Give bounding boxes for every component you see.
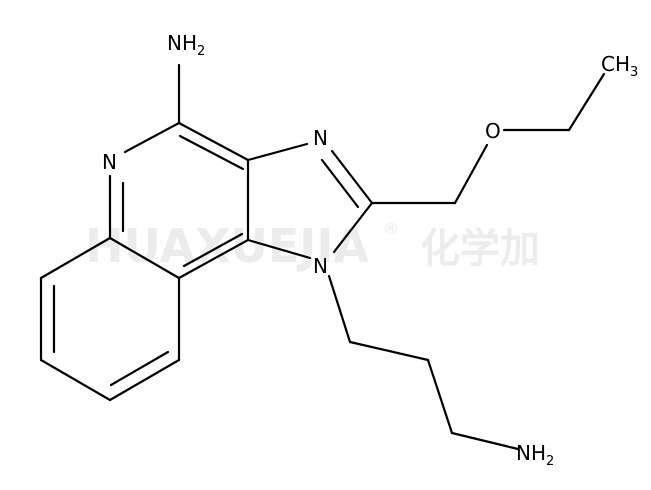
bond-ch2-o xyxy=(453,143,489,205)
atom-label-imidazole-n3: N xyxy=(313,126,328,150)
bond-c4-c3a xyxy=(177,121,250,162)
bond-n1-c3b xyxy=(246,238,312,260)
bond-c4-c3a-inner xyxy=(178,134,245,171)
bond-c2-n1 xyxy=(332,201,374,254)
atom-label-ether-o: O xyxy=(485,119,501,143)
bond-ch2-ch3 xyxy=(567,72,606,132)
bond-c7-c8 xyxy=(39,358,112,402)
atom-labels: NH2 N N N O CH3 NH2 xyxy=(102,31,638,469)
atom-label-imidazole-n1: N xyxy=(313,254,328,278)
bond-c8-c9 xyxy=(108,358,181,402)
bond-c9b-c3b-inner xyxy=(182,232,244,268)
bond-c5a-c6 xyxy=(39,236,112,280)
atom-label-amine-chain: NH2 xyxy=(516,441,554,469)
bond-n3-c2-inner xyxy=(320,158,360,209)
watermark: HUAXUEJIA ® 化学加 xyxy=(85,219,540,273)
bond-ch2-ch2b xyxy=(426,358,454,435)
atom-label-methyl: CH3 xyxy=(601,52,638,80)
watermark-registered-mark: ® xyxy=(383,219,399,238)
atom-label-amine-top: NH2 xyxy=(167,31,205,59)
bond-ch2-ch2 xyxy=(348,340,430,362)
bonds xyxy=(39,63,606,451)
bond-n3-c2 xyxy=(330,149,374,205)
watermark-brand: HUAXUEJIA xyxy=(85,219,370,273)
bond-c3a-n3 xyxy=(246,142,309,162)
bond-c9b-c3b xyxy=(177,238,250,280)
bond-n1-ch2 xyxy=(327,274,352,344)
atom-label-quinoline-n: N xyxy=(102,150,117,174)
bond-ch2-nh2 xyxy=(450,431,520,451)
bond-c8-c9-inner xyxy=(109,350,170,387)
bond-c5a-c9b xyxy=(108,236,181,280)
bond-c4-n5 xyxy=(123,121,181,154)
watermark-chinese: 化学加 xyxy=(420,226,540,272)
